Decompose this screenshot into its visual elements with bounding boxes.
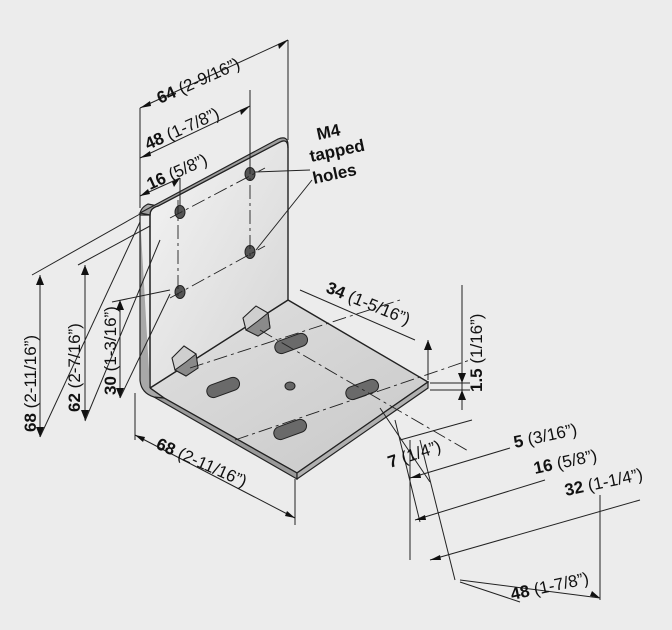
label-top-width: 64 (2-9/16”) [154, 54, 243, 107]
locating-studs [171, 305, 271, 377]
label-slot-spacing-32: 32 (1-1/4”) [563, 465, 645, 500]
bracket [138, 137, 471, 481]
label-hole-span: 48 (1-7/8”) [142, 104, 222, 154]
label-slot-spacing-16: 16 (5/8”) [532, 446, 599, 478]
label-base-depth: 34 (1-5/16”) [324, 278, 413, 329]
label-slot-offset: 5 (3/16”) [512, 420, 579, 452]
label-overall-height: 68 (2-11/16”) [21, 335, 40, 432]
label-slot-width: 7 (1/4”) [385, 437, 443, 472]
label-lower-hole-height: 30 (1-3/16”) [101, 306, 120, 395]
callout-m4: M4 [315, 120, 343, 144]
dimension-lines [31, 39, 641, 603]
base-side-edge [296, 380, 429, 481]
callout-tapped: tapped [308, 136, 366, 166]
top-edge [138, 137, 289, 216]
label-slot-spacing-48: 48 (1-7/8”) [509, 569, 591, 604]
tapped-hole-bottom-left [174, 285, 186, 299]
tapped-hole-top-left [174, 205, 186, 219]
label-thickness: 1.5 (1/16”) [467, 314, 486, 392]
label-inner-height: 62 (2-7/16”) [65, 323, 84, 412]
